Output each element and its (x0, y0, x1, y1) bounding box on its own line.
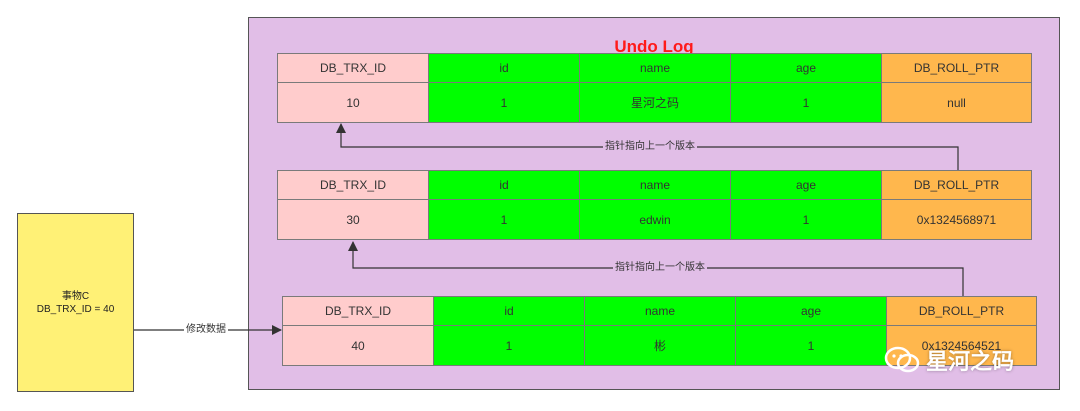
transaction-name: 事物C (61, 290, 90, 302)
value-id: 1 (428, 199, 580, 240)
header-db-roll-ptr: DB_ROLL_PTR (886, 296, 1037, 326)
transaction-c-box: 事物C DB_TRX_ID = 40 (17, 213, 134, 392)
value-name: 星河之码 (579, 82, 731, 123)
header-name: name (579, 53, 731, 83)
header-id: id (428, 53, 580, 83)
watermark: 星河之码 (884, 344, 1014, 376)
undo-record-2: DB_TRX_ID id name age DB_ROLL_PTR 30 1 e… (277, 170, 1032, 240)
header-db-trx-id: DB_TRX_ID (277, 170, 429, 200)
value-id: 1 (433, 325, 585, 366)
value-age: 1 (735, 325, 887, 366)
header-db-trx-id: DB_TRX_ID (282, 296, 434, 326)
value-db-trx-id: 10 (277, 82, 429, 123)
value-age: 1 (730, 199, 882, 240)
value-age: 1 (730, 82, 882, 123)
undo-record-3: DB_TRX_ID id name age DB_ROLL_PTR 40 1 彬… (282, 296, 1037, 366)
modify-data-label: 修改数据 (184, 324, 228, 336)
value-db-roll-ptr: null (881, 82, 1032, 123)
wechat-icon (884, 346, 920, 373)
value-name: edwin (579, 199, 731, 240)
header-name: name (579, 170, 731, 200)
transaction-trx-id: DB_TRX_ID = 40 (36, 303, 115, 315)
value-id: 1 (428, 82, 580, 123)
undo-record-1: DB_TRX_ID id name age DB_ROLL_PTR 10 1 星… (277, 53, 1032, 123)
header-id: id (428, 170, 580, 200)
pointer-label-2: 指针指向上一个版本 (613, 262, 707, 274)
watermark-text: 星河之码 (926, 349, 1015, 374)
value-name: 彬 (584, 325, 736, 366)
header-db-roll-ptr: DB_ROLL_PTR (881, 170, 1032, 200)
header-id: id (433, 296, 585, 326)
value-db-roll-ptr: 0x1324568971 (881, 199, 1032, 240)
header-age: age (730, 170, 882, 200)
undo-log-title: Undo Log (614, 37, 694, 56)
pointer-label-1: 指针指向上一个版本 (603, 141, 697, 153)
value-db-trx-id: 30 (277, 199, 429, 240)
value-db-trx-id: 40 (282, 325, 434, 366)
header-age: age (730, 53, 882, 83)
